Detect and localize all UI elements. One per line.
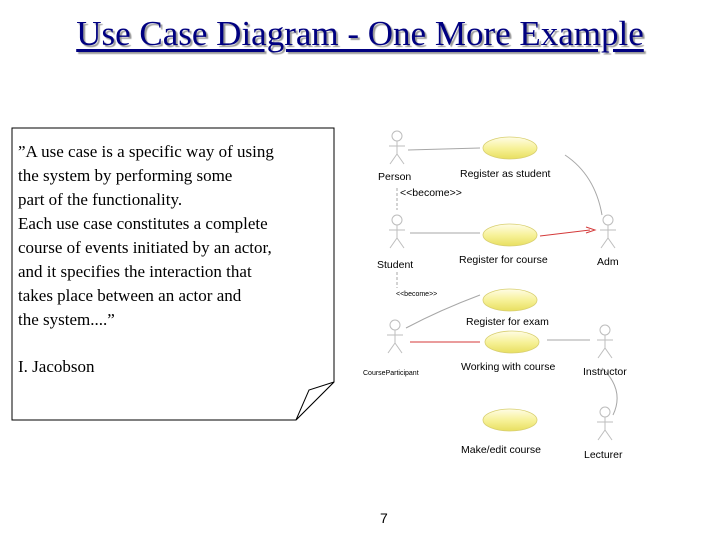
assoc-adm-register-student (564, 154, 603, 216)
actor-course-participant: CourseParticipant (363, 319, 419, 377)
use-case-register-student: Register as student (460, 136, 551, 180)
use-case-label-register-course: Register for course (459, 254, 548, 266)
person-icon (389, 130, 405, 165)
use-case-diagram: Person Student CourseParticipant Adm Ins… (363, 130, 627, 461)
use-case-make-edit-course: Make/edit course (461, 408, 541, 456)
actor-label-adm: Adm (597, 256, 619, 268)
actor-label-course-participant: CourseParticipant (363, 370, 419, 377)
note-fold (295, 381, 335, 421)
actor-lecturer: Lecturer (584, 406, 623, 461)
assoc-adm-register-course-b (585, 226, 597, 234)
actor-label-student: Student (377, 259, 413, 271)
lecturer-icon (597, 406, 613, 441)
use-case-label-register-exam: Register for exam (466, 316, 549, 328)
quote-text: ”A use case is a specific way of using t… (18, 142, 274, 329)
assoc-instructor-lecturer (601, 367, 618, 416)
use-case-label-register-student: Register as student (460, 168, 551, 180)
actor-person: Person (378, 130, 411, 183)
assoc-participant-register-exam (405, 294, 481, 329)
actor-student: Student (377, 214, 413, 271)
relationships (396, 147, 618, 416)
assoc-adm-register-course-a (539, 229, 591, 237)
adm-icon (600, 214, 616, 249)
use-case-label-working-course: Working with course (461, 361, 556, 373)
page-number: 7 (380, 510, 388, 526)
stereotype-become-2: <<become>> (396, 291, 437, 298)
actor-label-instructor: Instructor (583, 366, 627, 378)
actor-label-lecturer: Lecturer (584, 449, 623, 461)
stereotype-become-1: <<become>> (400, 187, 462, 199)
actor-adm: Adm (597, 214, 619, 268)
student-icon (389, 214, 405, 249)
assoc-person-register-student (407, 147, 481, 151)
slide-title: Use Case Diagram - One More Example (76, 14, 644, 53)
use-case-register-exam: Register for exam (466, 288, 549, 328)
actor-instructor: Instructor (583, 324, 627, 378)
course-participant-icon (387, 319, 403, 354)
use-case-working-course: Working with course (461, 330, 556, 373)
instructor-icon (597, 324, 613, 359)
quote-author: I. Jacobson (18, 357, 95, 376)
use-case-register-course: Register for course (459, 223, 548, 266)
actor-label-person: Person (378, 171, 411, 183)
use-case-label-make-edit-course: Make/edit course (461, 444, 541, 456)
